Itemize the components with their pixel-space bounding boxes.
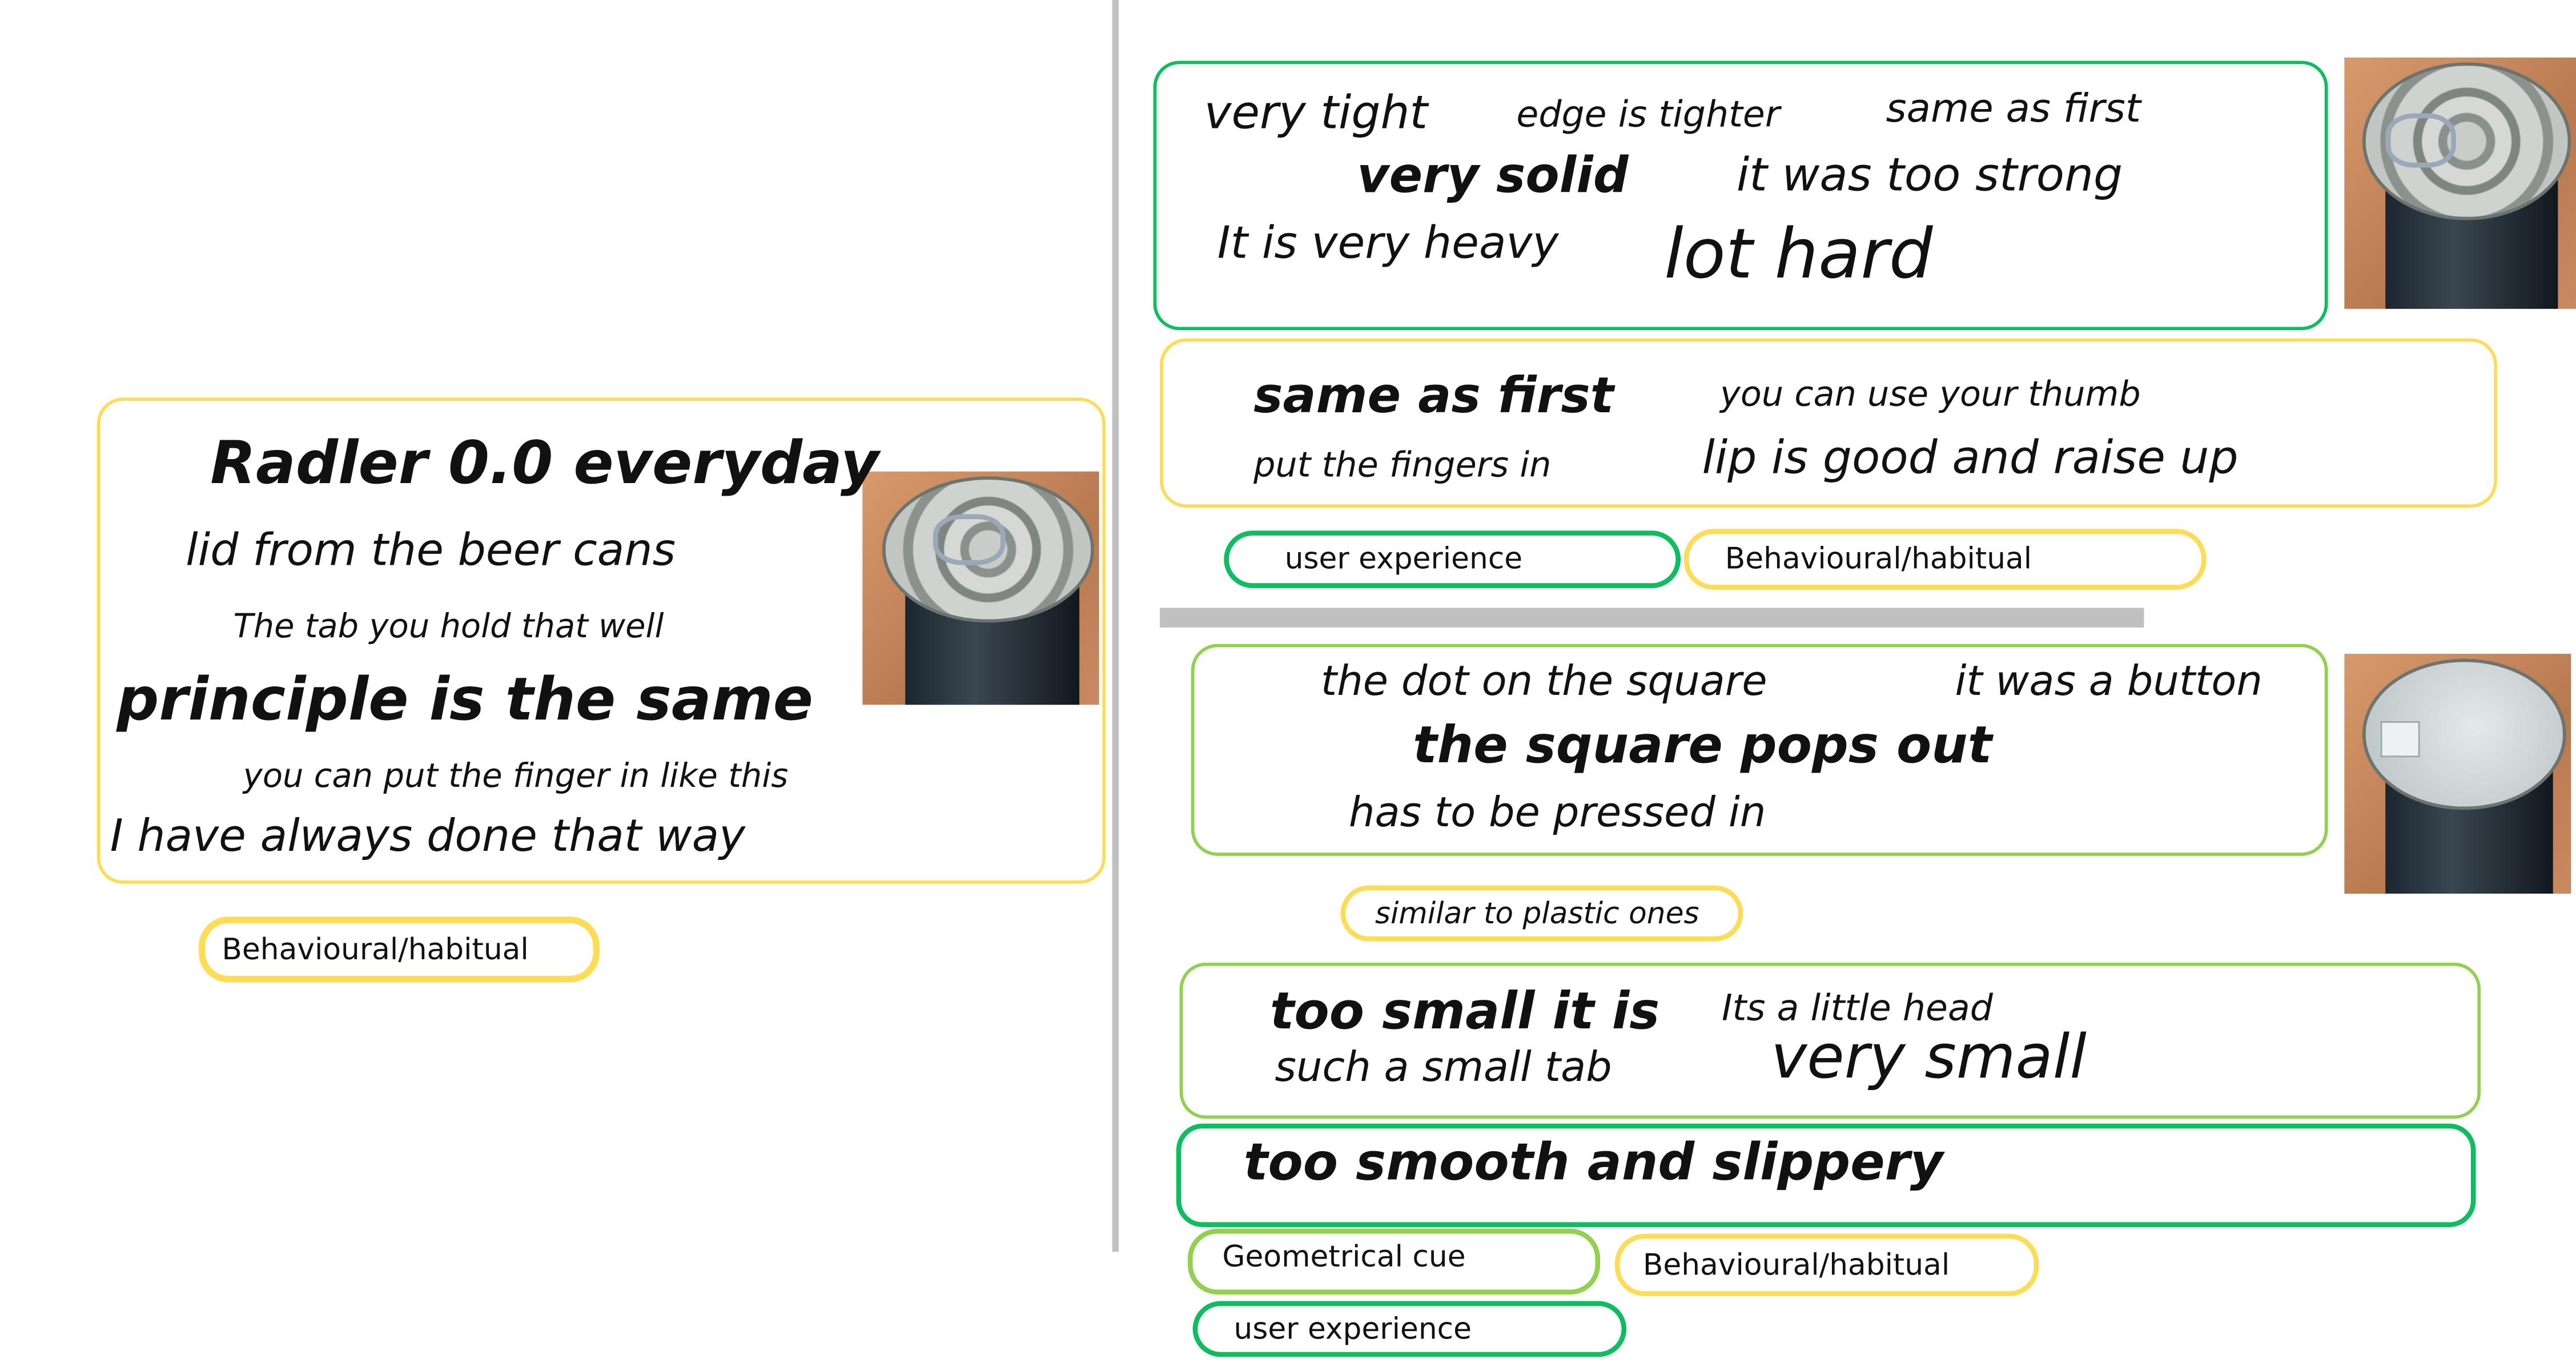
- tag-similar-to-plastic[interactable]: similar to plastic ones: [1340, 885, 1743, 942]
- can-photo-square-lid: [2344, 654, 2571, 894]
- phrase: lip is good and raise up: [1702, 430, 2239, 485]
- phrase: Its a little head: [1721, 988, 1993, 1030]
- phrase: lid from the beer cans: [186, 525, 676, 577]
- phrase: too small it is: [1269, 982, 1660, 1042]
- phrase: I have always done that way: [110, 811, 746, 863]
- phrase: you can put the finger in like this: [243, 755, 789, 795]
- tag-user-experience[interactable]: user experience: [1224, 530, 1681, 588]
- can-photo-ring-pull: [2344, 57, 2576, 309]
- tag-label: Geometrical cue: [1222, 1240, 1466, 1275]
- vertical-divider: [1112, 0, 1119, 1252]
- phrase: very small: [1771, 1022, 2087, 1093]
- tag-behavioural-habitual[interactable]: Behavioural/habitual: [1614, 1233, 2039, 1296]
- phrase: It is very heavy: [1217, 218, 1559, 270]
- tag-behavioural-habitual[interactable]: Behavioural/habitual: [1683, 529, 2207, 590]
- phrase: put the fingers in: [1253, 445, 1552, 485]
- strength-card: [1153, 61, 2328, 331]
- tag-label: similar to plastic ones: [1375, 896, 1699, 931]
- phrase: too smooth and slippery: [1243, 1133, 1943, 1193]
- phrase: very tight: [1204, 85, 1428, 140]
- phrase: has to be pressed in: [1348, 788, 1766, 837]
- phrase: edge is tighter: [1516, 95, 1780, 136]
- horizontal-divider: [1160, 608, 2144, 628]
- phrase: the dot on the square: [1321, 657, 1767, 705]
- phrase: very solid: [1357, 147, 1629, 206]
- slippery-card: [1176, 1123, 2476, 1228]
- tag-user-experience[interactable]: user experience: [1192, 1301, 1627, 1357]
- phrase: same as first: [1886, 85, 2141, 132]
- tag-label: Behavioural/habitual: [222, 932, 529, 967]
- tag-label: user experience: [1233, 1312, 1472, 1346]
- phrase: it was too strong: [1736, 147, 2123, 202]
- radler-card: [97, 397, 1106, 884]
- phrase: same as first: [1253, 368, 1614, 426]
- phrase: you can use your thumb: [1720, 374, 2141, 414]
- tag-label: Behavioural/habitual: [1725, 542, 2032, 577]
- phrase: such a small tab: [1275, 1043, 1612, 1091]
- tag-behavioural-habitual[interactable]: Behavioural/habitual: [199, 916, 600, 983]
- phrase: it was a button: [1955, 657, 2262, 705]
- tag-label: Behavioural/habitual: [1642, 1248, 1950, 1282]
- tag-label: user experience: [1284, 542, 1523, 577]
- phrase: principle is the same: [116, 667, 813, 734]
- size-card: [1179, 962, 2481, 1119]
- phrase: lot hard: [1664, 213, 1933, 294]
- phrase: The tab you hold that well: [233, 606, 664, 646]
- tag-geometrical-cue[interactable]: Geometrical cue: [1187, 1228, 1601, 1294]
- thumb-card: [1160, 338, 2497, 508]
- can-photo-beer-lid: [862, 471, 1099, 705]
- radler-title: Radler 0.0 everyday: [210, 430, 879, 498]
- phrase: the square pops out: [1413, 716, 1992, 775]
- button-card: [1191, 644, 2328, 856]
